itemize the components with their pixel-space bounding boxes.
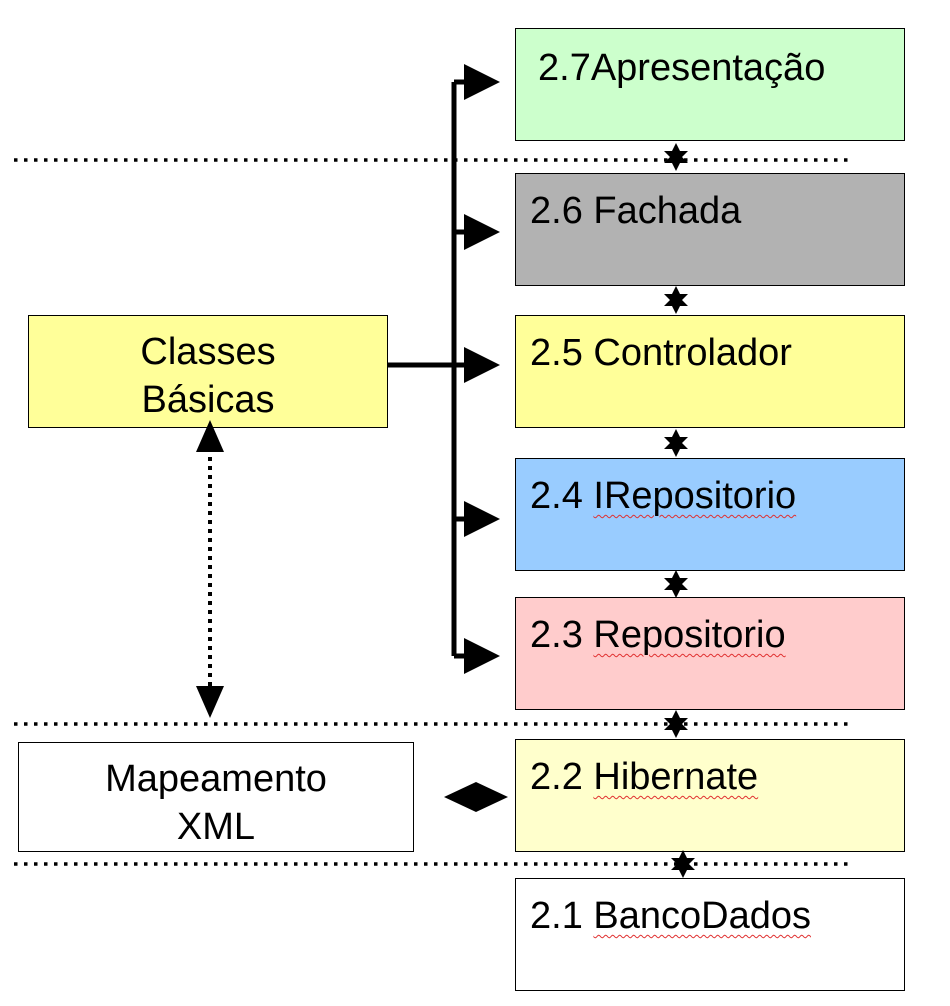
layer-box-controlador: 2.5 Controlador [515,315,905,428]
star-connector-2-1 [671,850,695,878]
arrow-to-repositorio [464,638,500,674]
layer-label-repositorio: 2.3 Repositorio [530,614,786,656]
layer-box-fachada: 2.6 Fachada [515,173,905,286]
layer-label-hibernate: 2.2 Hibernate [530,756,759,798]
arrow-to-apresentacao [464,64,500,100]
star-connector-7-6 [664,143,688,171]
layer-box-apresentacao: 2.7Apresentação [515,28,905,141]
layer-box-repositorio: 2.3 Repositorio [515,597,905,710]
star-connector-4-3 [664,570,688,598]
arrow-to-controlador [464,347,500,383]
layer-label-irepositorio: 2.4 IRepositorio [530,475,797,517]
classes-basicas-label: Classes Básicas [140,331,276,421]
classes-basicas-box: Classes Básicas [28,315,388,428]
layer-label-bancodados: 2.1 BancoDados [530,895,811,937]
star-connector-6-5 [664,286,688,314]
layer-label-apresentacao: 2.7Apresentação [538,47,826,89]
layer-box-irepositorio: 2.4 IRepositorio [515,458,905,571]
diamond-connector-mapeamento-hibernate [444,782,508,812]
star-connector-3-2 [664,710,688,738]
arrow-to-irepositorio [464,501,500,537]
layer-box-bancodados: 2.1 BancoDados [515,878,905,991]
mapeamento-xml-box: Mapeamento XML [18,742,414,852]
star-connector-5-4 [664,429,688,457]
arrow-down-mapeamento [196,686,224,718]
arrow-up-classes [196,420,224,452]
mapeamento-xml-label: Mapeamento XML [105,758,327,848]
layer-box-hibernate: 2.2 Hibernate [515,739,905,852]
arrow-to-fachada [464,214,500,250]
layer-label-fachada: 2.6 Fachada [530,190,742,232]
layer-label-controlador: 2.5 Controlador [530,332,792,374]
